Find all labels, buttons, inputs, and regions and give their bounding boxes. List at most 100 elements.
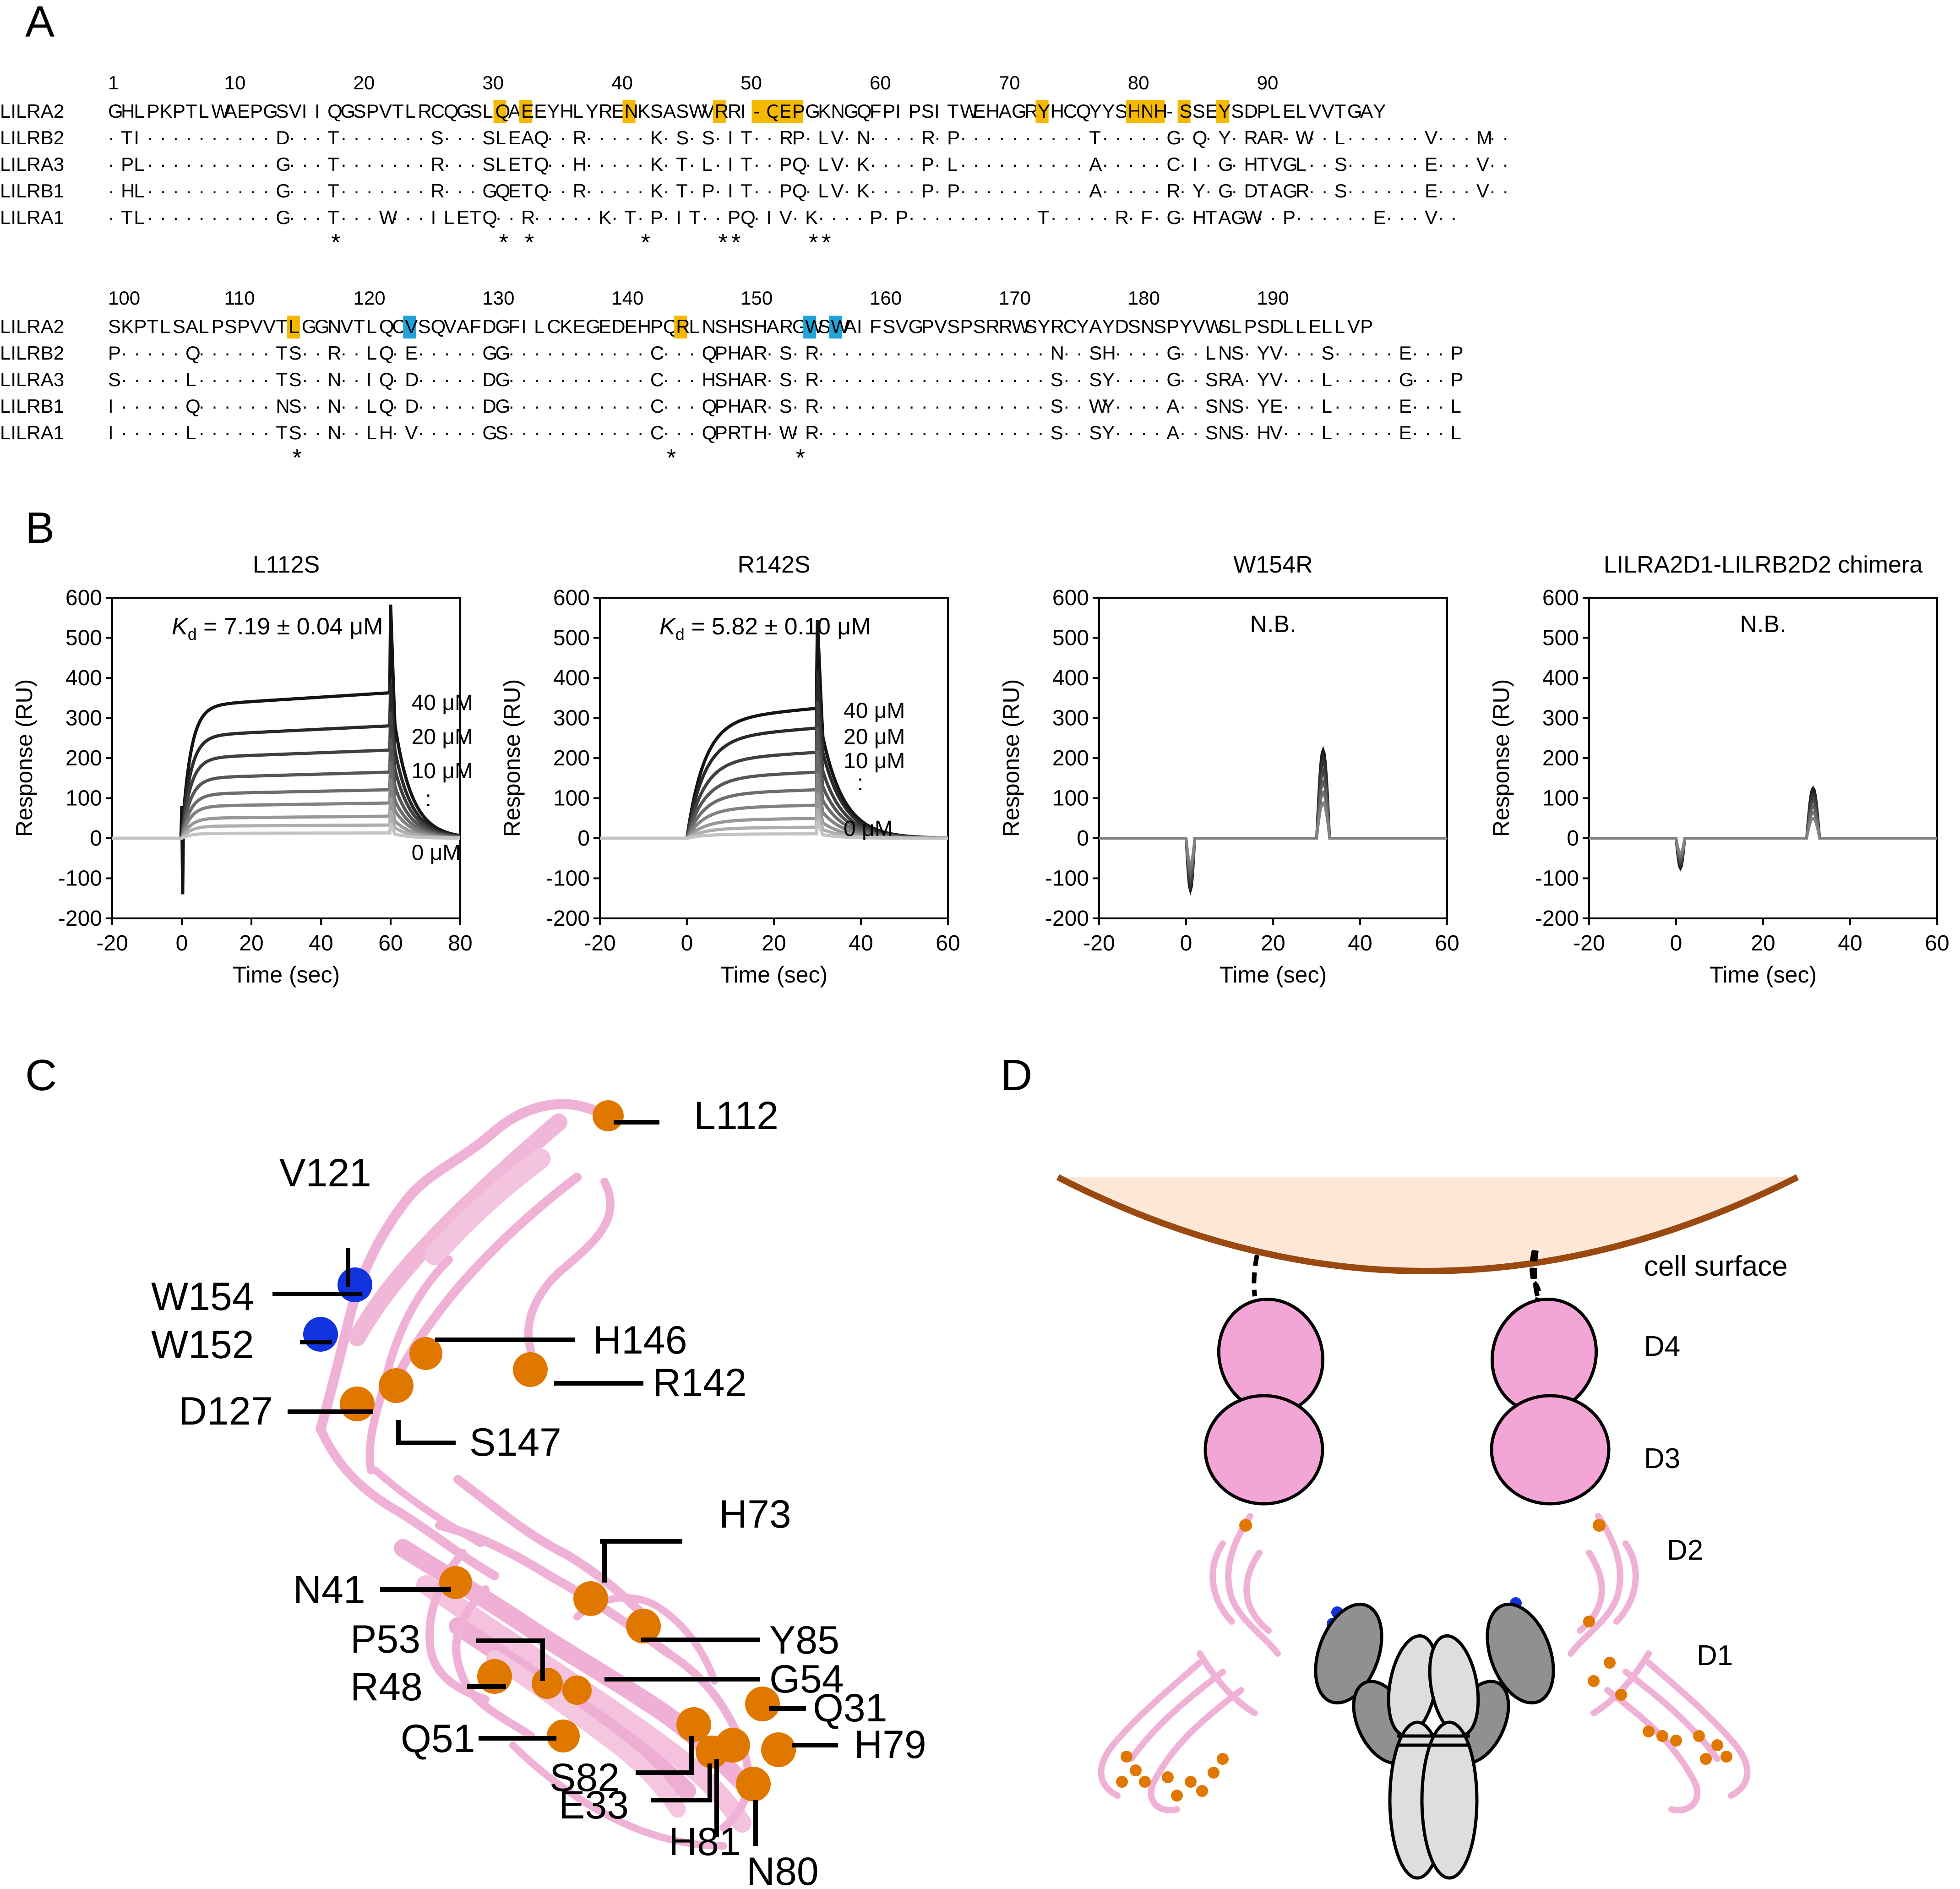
alignment-residue: · bbox=[1360, 127, 1367, 148]
alignment-residue: · bbox=[689, 342, 695, 364]
alignment-residue: · bbox=[973, 369, 980, 390]
alignment-residue: · bbox=[624, 422, 631, 443]
alignment-residue: P bbox=[147, 100, 160, 122]
alignment-residue: · bbox=[1192, 422, 1199, 443]
alignment-residue: K bbox=[637, 100, 650, 122]
alignment-residue: · bbox=[198, 207, 205, 228]
alignment-residue: A bbox=[1360, 100, 1373, 122]
alignment-residue: · bbox=[1051, 153, 1057, 175]
alignment-residue: · bbox=[1425, 422, 1431, 443]
alignment-residue: · bbox=[1102, 207, 1108, 228]
alignment-residue: · bbox=[354, 369, 360, 390]
alignment-residue: E bbox=[1308, 316, 1321, 337]
conservation-star: * bbox=[731, 229, 740, 256]
alignment-residue: G bbox=[586, 316, 601, 337]
alignment-residue: · bbox=[586, 422, 592, 443]
alignment-residue: S bbox=[469, 100, 482, 122]
concentration-label: 40 μM bbox=[844, 699, 905, 723]
alignment-residue: E bbox=[1283, 100, 1296, 122]
alignment-residue: · bbox=[1373, 153, 1379, 175]
alignment-residue: · bbox=[211, 342, 218, 364]
alignment-residue: · bbox=[805, 127, 811, 148]
alignment-residue: · bbox=[315, 342, 321, 364]
alignment-residue: T bbox=[947, 100, 959, 122]
sphere-N80 bbox=[736, 1767, 771, 1802]
spr-panel-3: LILRA2D1-LILRB2D2 chimera600500400300200… bbox=[1488, 551, 1949, 988]
alignment-residue: · bbox=[831, 207, 837, 228]
alignment-residue: L bbox=[366, 342, 377, 364]
alignment-residue: D bbox=[482, 395, 496, 417]
alignment-residue: · bbox=[263, 395, 269, 417]
alignment-residue: R bbox=[805, 422, 819, 443]
label-S82: S82 bbox=[550, 1756, 620, 1800]
alignment-residue: E bbox=[405, 342, 418, 364]
y-tick: 500 bbox=[553, 626, 590, 650]
alignment-residue: S bbox=[779, 369, 792, 390]
alignment-residue: · bbox=[315, 369, 321, 390]
alignment-residue: R bbox=[779, 316, 793, 337]
label-H73: H73 bbox=[719, 1492, 791, 1536]
alignment-residue: · bbox=[315, 180, 321, 202]
alignment-residue: L bbox=[1296, 100, 1306, 122]
alignment-residue: L bbox=[947, 153, 958, 175]
alignment-residue: · bbox=[418, 180, 424, 202]
alignment-residue: · bbox=[882, 153, 889, 175]
concentration-label: 20 μM bbox=[412, 725, 473, 749]
alignment-residue: K bbox=[857, 180, 870, 202]
x-tick: 20 bbox=[762, 931, 786, 955]
alignment-residue: H bbox=[1257, 422, 1271, 443]
alignment-residue: P bbox=[947, 180, 960, 202]
alignment-residue: · bbox=[1450, 180, 1457, 202]
alignment-residue: E bbox=[508, 127, 521, 148]
alignment-residue: · bbox=[1373, 342, 1379, 364]
alignment-residue: L bbox=[534, 316, 544, 337]
alignment-residue: · bbox=[663, 342, 670, 364]
alignment-residue: · bbox=[495, 207, 502, 228]
alignment-residue: R bbox=[715, 100, 729, 122]
alignment-residue: · bbox=[508, 207, 515, 228]
alignment-residue: · bbox=[1024, 342, 1031, 364]
highlight-blue bbox=[403, 316, 416, 338]
alignment-residue: · bbox=[1334, 369, 1341, 390]
alignment-residue: S bbox=[779, 342, 792, 364]
alignment-residue: · bbox=[1296, 207, 1302, 228]
y-tick: 100 bbox=[1052, 786, 1089, 811]
alignment-residue: R bbox=[805, 395, 819, 417]
alignment-residue: · bbox=[1308, 207, 1315, 228]
alignment-residue: · bbox=[1024, 422, 1031, 443]
alignment-residue: · bbox=[147, 153, 153, 175]
alignment-seq-name: LILRA2 bbox=[0, 316, 64, 337]
alignment-residue: · bbox=[366, 207, 373, 228]
alignment-residue: · bbox=[547, 127, 553, 148]
alignment-residue: T bbox=[624, 207, 636, 228]
alignment-residue: P bbox=[947, 127, 960, 148]
alignment-residue: T bbox=[521, 180, 533, 202]
alignment-residue: N bbox=[327, 422, 341, 443]
alignment-residue: L bbox=[134, 180, 144, 202]
alignment-residue: T bbox=[276, 422, 288, 443]
alignment-residue: R bbox=[676, 316, 690, 337]
alignment-residue: · bbox=[1180, 422, 1186, 443]
alignment-residue: L bbox=[702, 153, 713, 175]
alignment-residue: · bbox=[224, 395, 231, 417]
x-axis-label: Time (sec) bbox=[233, 962, 340, 988]
alignment-residue: · bbox=[637, 153, 644, 175]
sensorgram-curve bbox=[1099, 790, 1447, 873]
alignment-residue: · bbox=[792, 207, 799, 228]
alignment-residue: · bbox=[1063, 207, 1070, 228]
alignment-residue: · bbox=[108, 127, 114, 148]
alignment-residue: I bbox=[728, 153, 733, 175]
alignment-residue: · bbox=[1464, 153, 1470, 175]
alignment-residue: · bbox=[1334, 422, 1341, 443]
alignment-residue: · bbox=[1386, 180, 1393, 202]
alignment-residue: L bbox=[495, 153, 506, 175]
alignment-residue: · bbox=[1089, 207, 1095, 228]
alignment-residue: · bbox=[573, 207, 579, 228]
alignment-residue: · bbox=[1437, 422, 1444, 443]
alignment-residue: W bbox=[379, 207, 397, 228]
alignment-residue: C bbox=[1063, 100, 1077, 122]
alignment-residue: · bbox=[973, 180, 980, 202]
highlight-orange bbox=[1126, 100, 1139, 123]
